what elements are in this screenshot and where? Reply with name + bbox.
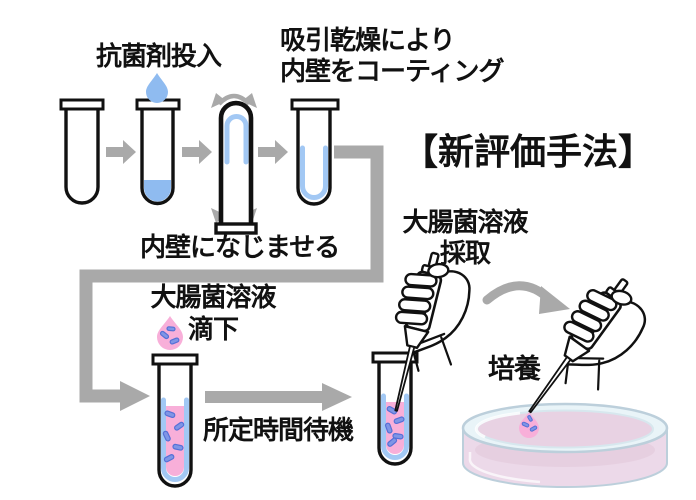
label-ecoli-drop-line2: 滴下 (187, 314, 239, 344)
label-wait-time: 所定時間待機 (203, 415, 354, 445)
wait-arrow-icon (205, 383, 352, 411)
test-tube-with-agent (135, 73, 181, 206)
label-ecoli-sample-line1: 大腸菌溶液 (402, 207, 528, 237)
diagram-title: 【新評価手法】 (402, 131, 655, 172)
label-acclimate-wall: 内壁になじませる (140, 232, 340, 262)
right-arrow-icon (106, 140, 136, 164)
label-suction-dry-line1: 吸引乾燥により (280, 25, 455, 55)
right-arrow-icon (182, 140, 212, 164)
culture-droplet-icon (519, 412, 539, 438)
flow-connector-arrowhead-icon (120, 381, 150, 411)
test-tube-empty (59, 98, 105, 205)
test-tube-sampling (371, 351, 419, 466)
wall-coating (300, 145, 328, 200)
label-ecoli-drop: 大腸菌溶液 滴下 (128, 281, 298, 345)
label-ecoli-sample-line2: 採取 (439, 238, 491, 268)
right-arrow-icon (258, 140, 288, 164)
flow-connector (79, 145, 384, 403)
test-tube-inverted (214, 100, 258, 235)
label-ecoli-drop-line1: 大腸菌溶液 (150, 282, 276, 312)
bacteria (384, 405, 405, 447)
blue-liquid (144, 180, 171, 202)
label-ecoli-sample: 大腸菌溶液 採取 (380, 207, 550, 269)
petri-dish (461, 402, 669, 488)
wall-coating (381, 393, 409, 460)
label-suction-dry-line2: 内壁をコーティング (280, 56, 504, 86)
wall-coating (161, 397, 189, 482)
label-antibacterial-input: 抗菌剤投入 (96, 41, 222, 71)
test-tube-coated (290, 98, 340, 206)
ecoli-droplet-icon (157, 316, 183, 350)
label-culture: 培養 (488, 354, 541, 384)
label-suction-dry: 吸引乾燥により 内壁をコーティング (280, 25, 504, 87)
bacteria (162, 410, 185, 463)
wall-coating (224, 114, 249, 165)
rotate-arrow-top-icon (211, 93, 257, 108)
transfer-arrow-icon (482, 281, 570, 314)
test-tube-ecoli (151, 353, 199, 488)
agent-droplet-icon (146, 73, 168, 103)
